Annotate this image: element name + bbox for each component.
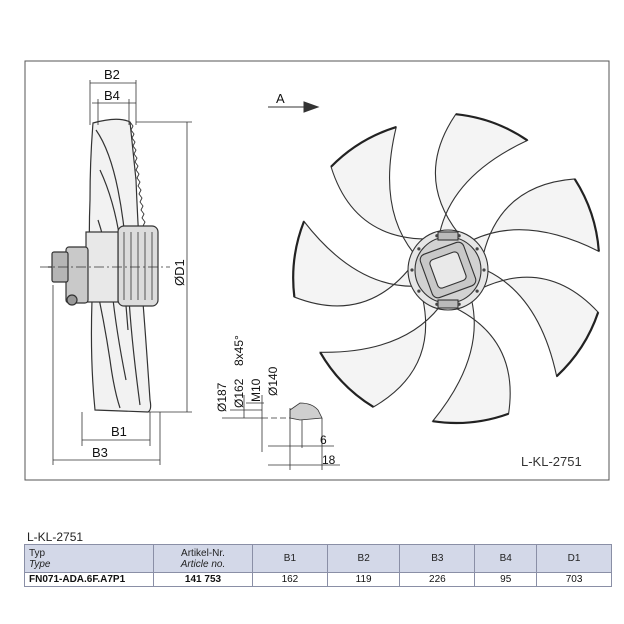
fan-blade — [470, 178, 600, 257]
side-dimensions — [40, 80, 192, 465]
drawing-frame — [24, 60, 610, 481]
hub-section-detail — [222, 395, 340, 470]
blade-rim — [330, 126, 397, 168]
hub-bolt — [475, 247, 479, 251]
fan-side-view — [48, 118, 159, 413]
header-type-en: Type — [29, 558, 51, 570]
view-arrow-label: A — [276, 91, 285, 106]
dim-label-b1: B1 — [111, 424, 127, 439]
dim-label-b3: B3 — [92, 445, 108, 460]
cell-b2: 119 — [326, 572, 401, 587]
blade-rim — [432, 412, 509, 425]
hub-bolt — [410, 268, 414, 272]
cell-b4: 95 — [474, 572, 538, 587]
header-article-en: Article no. — [180, 558, 226, 570]
fan-blade — [319, 297, 441, 408]
dim-label-d162: Ø162 — [232, 378, 246, 408]
blade-rim — [455, 113, 529, 142]
dim-label-d187: Ø187 — [215, 382, 229, 412]
header-b3: B3 — [399, 544, 476, 573]
hub-bolt — [457, 234, 461, 238]
fan-blade — [431, 299, 511, 424]
dim-label-chamfer: 8x45° — [232, 335, 246, 366]
header-b2: B2 — [326, 544, 401, 573]
view-arrow — [268, 101, 320, 113]
header-b1: B1 — [252, 544, 328, 573]
cell-type: FN071-ADA.6F.A7P1 — [24, 572, 154, 587]
hub-bolt — [417, 247, 421, 251]
header-d1: D1 — [536, 544, 612, 573]
dim-label-m10: M10 — [249, 378, 263, 402]
table-row: FN071-ADA.6F.A7P1 141 753 162 119 226 95… — [24, 572, 612, 587]
table-header-row: Typ Type Artikel-Nr. Article no. B1 B2 B… — [24, 544, 612, 573]
blade-rim — [555, 311, 600, 378]
dim-label-eighteen: 18 — [322, 453, 336, 467]
header-type: Typ Type — [24, 544, 154, 573]
header-type-de: Typ — [29, 547, 46, 559]
technical-drawing: B2 B4 B1 B3 ØD1 A Ø187 Ø162 8x45° M10 Ø1… — [24, 60, 610, 481]
cell-article: 141 753 — [153, 572, 253, 587]
hub-bolt — [482, 268, 486, 272]
cell-b3: 226 — [399, 572, 476, 587]
cell-b1: 162 — [252, 572, 328, 587]
hub-bolt — [435, 302, 439, 306]
dim-label-d140: Ø140 — [266, 366, 280, 396]
hub-bolt — [435, 234, 439, 238]
header-b4: B4 — [474, 544, 538, 573]
dim-label-b2: B2 — [104, 67, 120, 82]
fan-blade — [330, 126, 428, 255]
spec-table: Typ Type Artikel-Nr. Article no. B1 B2 B… — [24, 544, 612, 587]
table-caption: L-KL-2751 — [27, 530, 84, 544]
blade-rim — [292, 220, 306, 298]
dim-label-d1: ØD1 — [172, 259, 187, 286]
hub-bolt — [417, 289, 421, 293]
blade-rim — [319, 351, 374, 408]
blade-rim — [573, 178, 600, 252]
fan-front-view — [292, 113, 600, 425]
dim-label-b4: B4 — [104, 88, 120, 103]
hub-bolt — [457, 302, 461, 306]
drawing-number: L-KL-2751 — [521, 454, 582, 469]
header-article: Artikel-Nr. Article no. — [153, 544, 253, 573]
dim-label-six: 6 — [320, 433, 327, 447]
cell-d1: 703 — [536, 572, 612, 587]
hub-bolt — [475, 289, 479, 293]
header-article-de: Artikel-Nr. — [181, 547, 225, 559]
